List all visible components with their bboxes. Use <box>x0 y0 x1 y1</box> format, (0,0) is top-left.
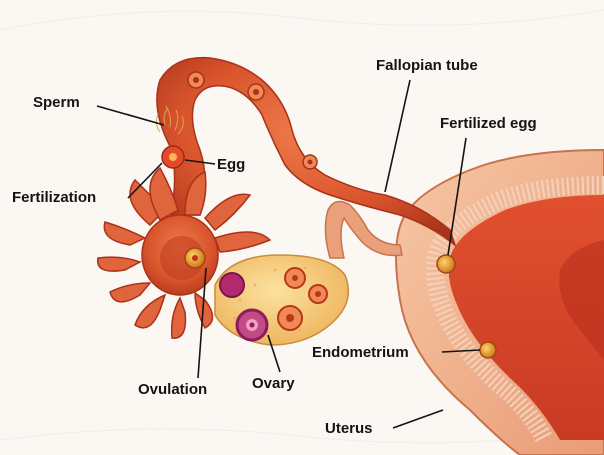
label-ovary: Ovary <box>252 376 295 391</box>
label-ovulation: Ovulation <box>138 382 207 397</box>
fertilized-egg-icon <box>437 255 455 273</box>
implanted-embryo-icon <box>480 342 496 358</box>
label-egg: Egg <box>217 157 245 172</box>
label-fertilization: Fertilization <box>12 190 96 205</box>
label-sperm: Sperm <box>33 95 80 110</box>
label-fertilized-egg: Fertilized egg <box>440 116 537 131</box>
ruptured-follicle <box>220 273 244 297</box>
label-uterus: Uterus <box>325 421 373 436</box>
label-fallopian-tube: Fallopian tube <box>376 58 478 73</box>
ovary <box>215 255 348 345</box>
label-endometrium: Endometrium <box>312 345 409 360</box>
